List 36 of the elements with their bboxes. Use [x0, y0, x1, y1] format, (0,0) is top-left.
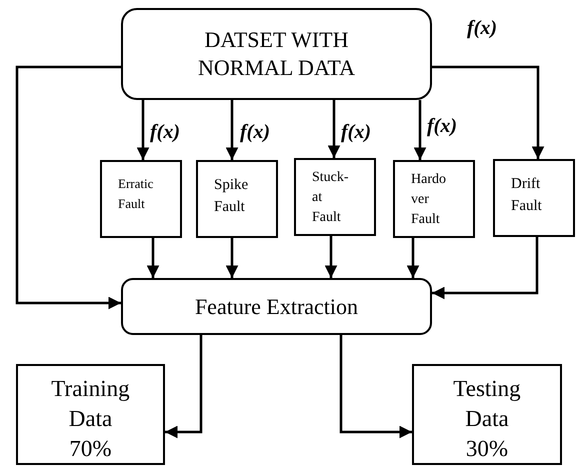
arrow: [340, 335, 412, 438]
process-box: [100, 160, 182, 238]
node-label: Drift Fault: [511, 175, 543, 216]
rounded-process-box: [121, 278, 432, 335]
arrow: [432, 66, 544, 159]
arrow: [146, 238, 160, 278]
edge-label: f(x): [466, 18, 498, 38]
process-box: [294, 158, 376, 236]
edge-label: f(x): [340, 122, 372, 142]
process-box: [493, 159, 575, 237]
arrow: [16, 66, 121, 310]
node-label: Hardo ver Fault: [411, 171, 447, 229]
process-box: [16, 364, 165, 465]
arrow: [414, 100, 426, 160]
process-box: [412, 364, 562, 465]
arrow: [406, 238, 420, 278]
arrow: [226, 238, 238, 278]
edge-label: f(x): [149, 122, 181, 142]
arrow: [328, 100, 340, 158]
edge-label: f(x): [239, 122, 271, 142]
process-box: [196, 160, 278, 238]
arrow: [432, 237, 538, 300]
arrow: [136, 100, 150, 160]
node-label: DATSET WITH NORMAL DATA: [197, 26, 356, 82]
process-box: [393, 160, 475, 238]
node-label: Training Data 70%: [50, 375, 131, 463]
node-label: Spike Fault: [214, 176, 250, 217]
node-label: Stuck- at Fault: [312, 169, 350, 227]
arrow: [165, 335, 202, 438]
arrow: [324, 236, 338, 278]
node-label: Erratic Fault: [118, 175, 154, 213]
rounded-process-box: [121, 8, 432, 100]
node-label: Testing Data 30%: [452, 375, 522, 463]
node-label: Feature Extraction: [194, 293, 358, 321]
arrow: [226, 100, 238, 160]
edge-label: f(x): [426, 116, 458, 136]
